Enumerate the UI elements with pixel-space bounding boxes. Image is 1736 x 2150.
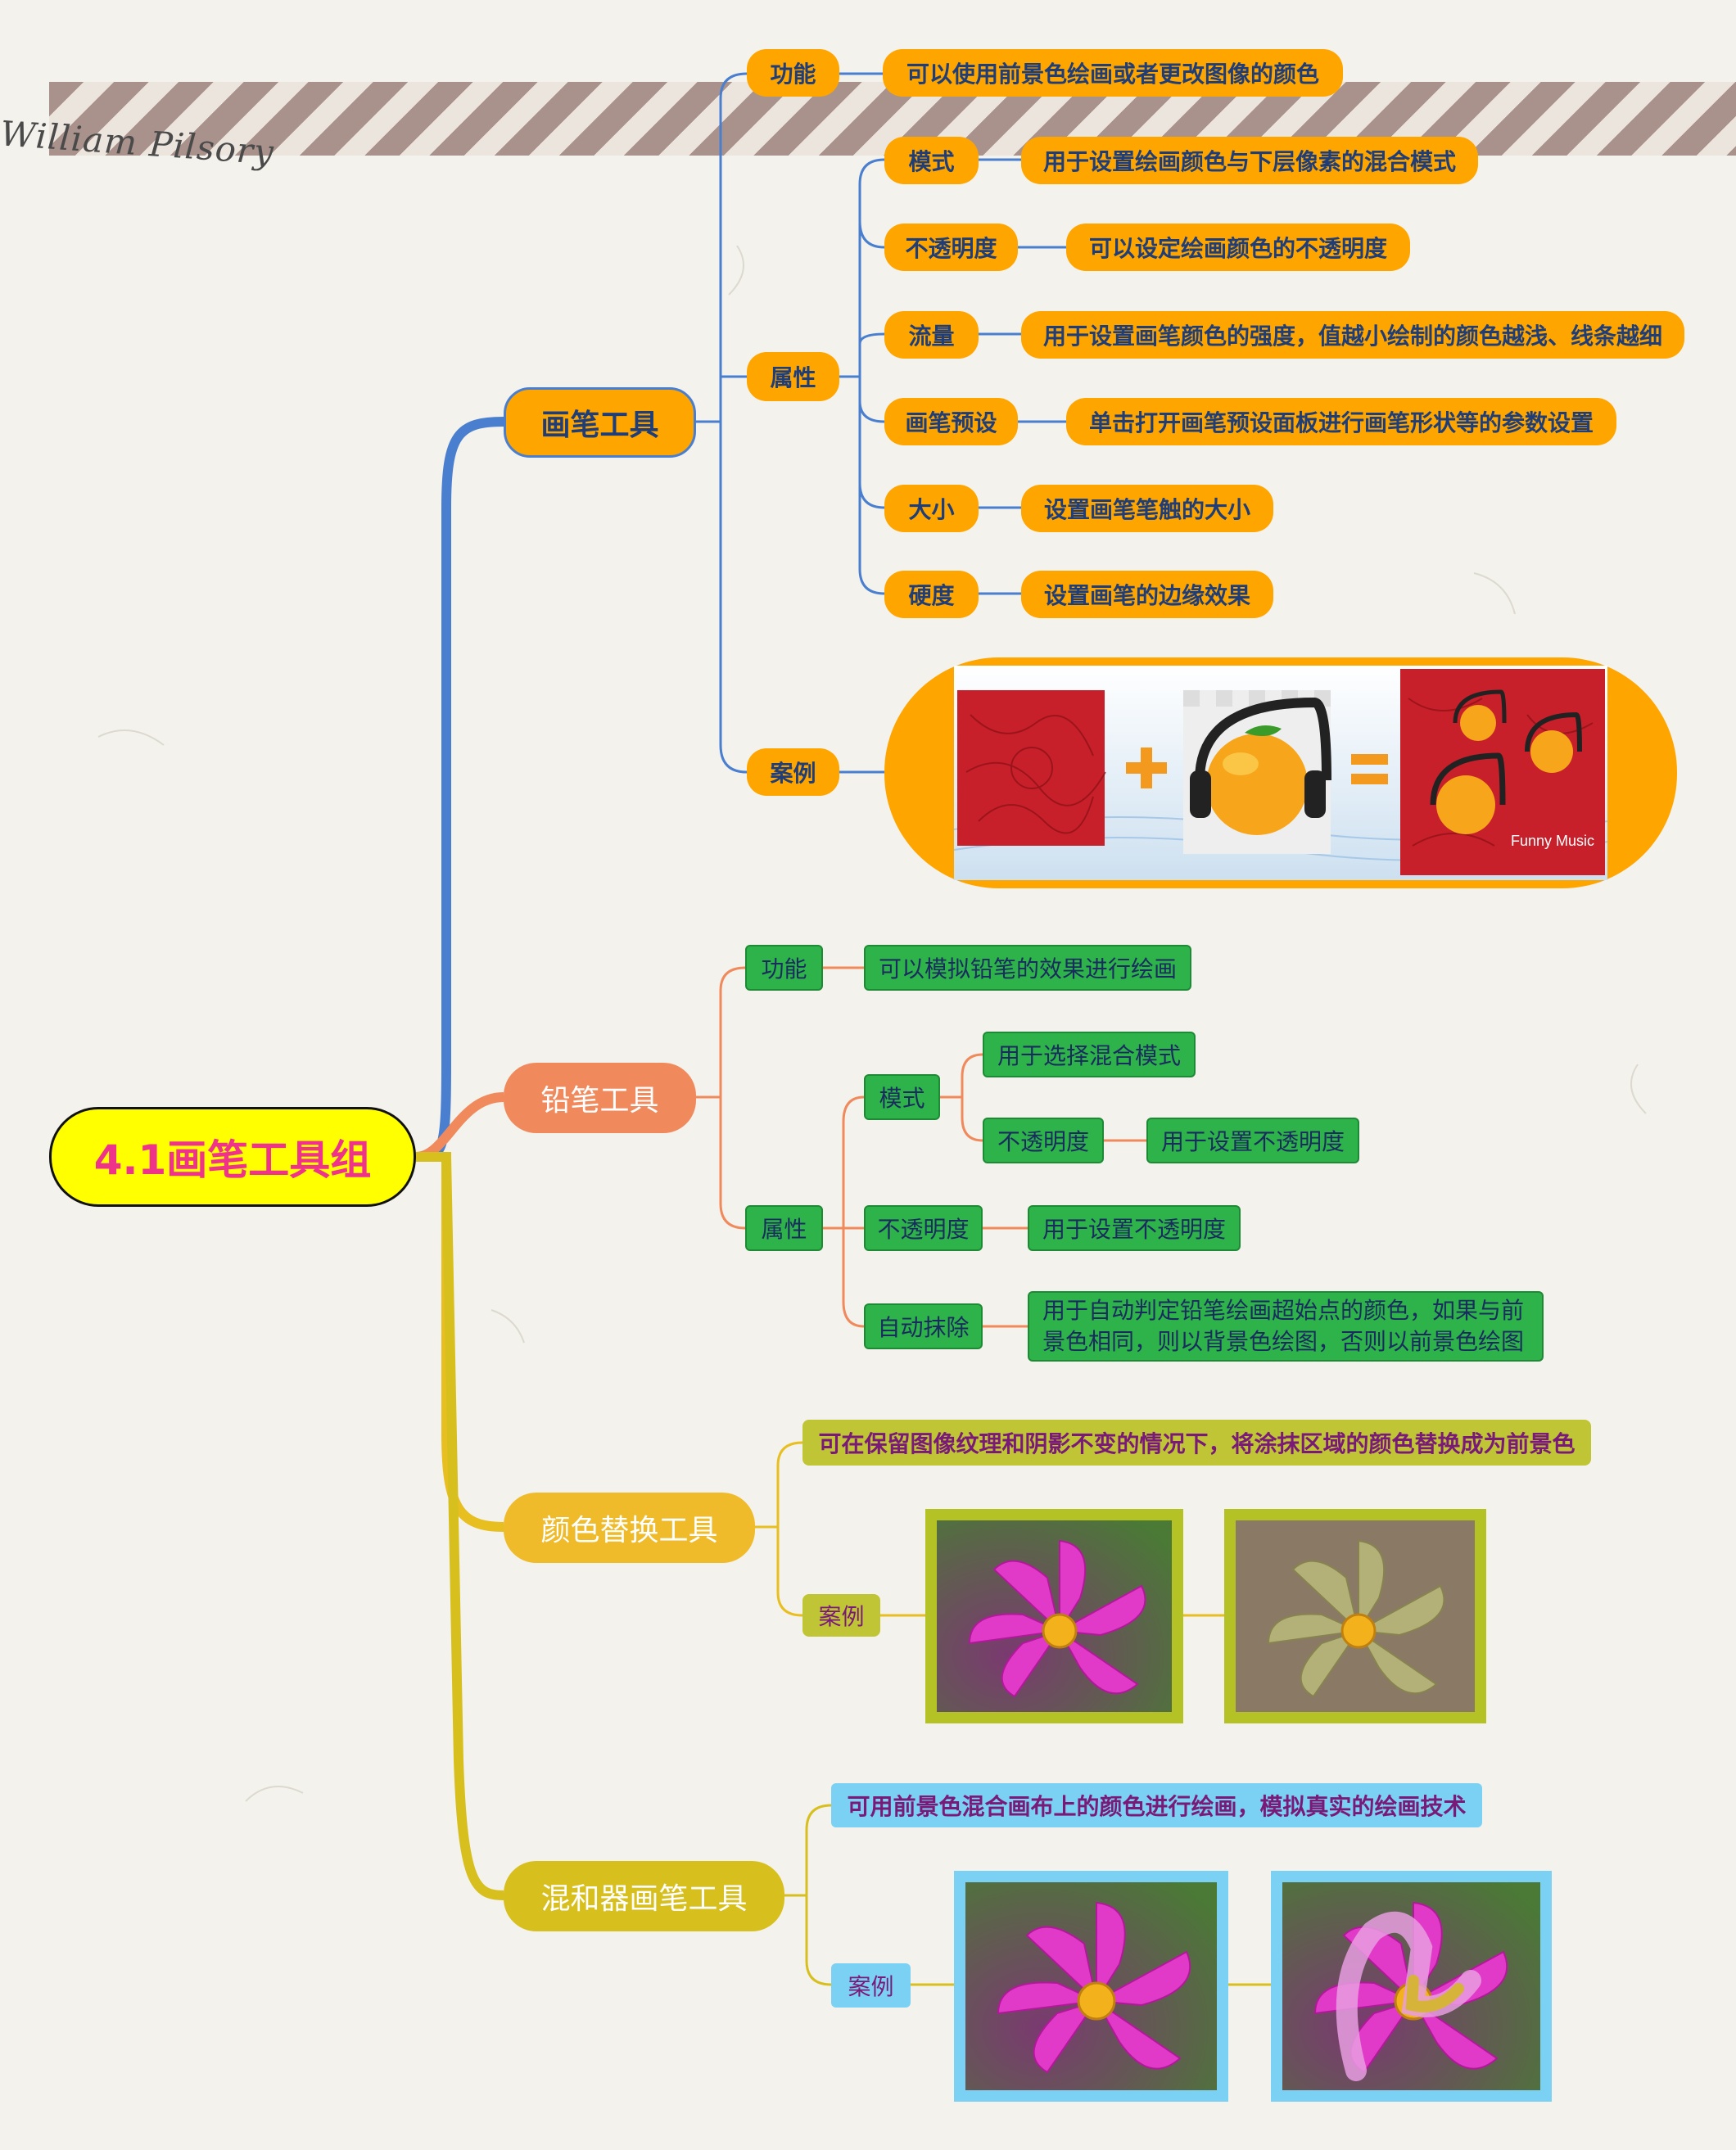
brush-case-label[interactable]: 案例 bbox=[747, 748, 839, 796]
pencil-opacity-desc[interactable]: 用于设置不透明度 bbox=[1028, 1205, 1241, 1251]
flower-smudged-icon bbox=[1282, 1882, 1540, 2090]
color-replace-tool-node[interactable]: 颜色替换工具 bbox=[504, 1493, 755, 1563]
brush-prop-opacity-desc[interactable]: 可以设定绘画颜色的不透明度 bbox=[1066, 224, 1410, 271]
brush-prop-preset[interactable]: 画笔预设 bbox=[884, 398, 1018, 445]
mixer-before-image bbox=[954, 1871, 1228, 2102]
brush-case-illustration: Funny Music bbox=[954, 666, 1607, 880]
brush-prop-hardness-desc[interactable]: 设置画笔的边缘效果 bbox=[1021, 571, 1273, 618]
brush-tool-node[interactable]: 画笔工具 bbox=[504, 387, 696, 458]
color-replace-desc[interactable]: 可在保留图像纹理和阴影不变的情况下，将涂抹区域的颜色替换成为前景色 bbox=[802, 1420, 1591, 1466]
brush-case-image: Funny Music bbox=[954, 666, 1607, 880]
brush-prop-size[interactable]: 大小 bbox=[884, 485, 979, 532]
brush-prop-mode-desc[interactable]: 用于设置绘画颜色与下层像素的混合模式 bbox=[1021, 137, 1478, 184]
brush-prop-size-desc[interactable]: 设置画笔笔触的大小 bbox=[1021, 485, 1273, 532]
brush-prop-mode[interactable]: 模式 bbox=[884, 137, 979, 184]
brush-func-desc[interactable]: 可以使用前景色绘画或者更改图像的颜色 bbox=[883, 49, 1343, 97]
pencil-mode-sub1[interactable]: 用于选择混合模式 bbox=[983, 1032, 1196, 1077]
brush-props-label[interactable]: 属性 bbox=[747, 352, 839, 401]
pencil-opacity-label[interactable]: 不透明度 bbox=[864, 1205, 983, 1251]
brush-case-frame: Funny Music bbox=[884, 657, 1677, 888]
mixer-brush-case-label[interactable]: 案例 bbox=[831, 1963, 911, 2008]
flower-green-icon bbox=[1236, 1520, 1475, 1712]
mixer-brush-tool-node[interactable]: 混和器画笔工具 bbox=[504, 1861, 784, 1931]
brush-prop-flow-desc[interactable]: 用于设置画笔颜色的强度，值越小绘制的颜色越浅、线条越细 bbox=[1021, 311, 1684, 359]
pencil-func-label[interactable]: 功能 bbox=[745, 945, 823, 991]
flower-pink-icon bbox=[965, 1882, 1217, 2090]
brush-func-label[interactable]: 功能 bbox=[747, 49, 839, 97]
pencil-auto-label[interactable]: 自动抹除 bbox=[864, 1303, 983, 1349]
pencil-auto-desc-line2: 景色相同，则以背景色绘图，否则以前景色绘图 bbox=[1042, 1328, 1525, 1355]
case-caption: Funny Music bbox=[1511, 833, 1594, 849]
central-topic[interactable]: 4.1画笔工具组 bbox=[49, 1107, 416, 1207]
pencil-auto-desc[interactable]: 用于自动判定铅笔绘画超始点的颜色，如果与前 景色相同，则以背景色绘图，否则以前景… bbox=[1028, 1291, 1544, 1362]
pencil-mode-label[interactable]: 模式 bbox=[864, 1074, 940, 1120]
mixer-brush-desc[interactable]: 可用前景色混合画布上的颜色进行绘画，模拟真实的绘画技术 bbox=[831, 1783, 1482, 1827]
mixer-after-image bbox=[1271, 1871, 1552, 2102]
color-replace-case-label[interactable]: 案例 bbox=[802, 1594, 880, 1637]
pencil-tool-node[interactable]: 铅笔工具 bbox=[504, 1063, 696, 1133]
pencil-props-label[interactable]: 属性 bbox=[745, 1205, 823, 1251]
brush-prop-preset-desc[interactable]: 单击打开画笔预设面板进行画笔形状等的参数设置 bbox=[1066, 398, 1616, 445]
brush-prop-flow[interactable]: 流量 bbox=[884, 311, 979, 359]
pencil-auto-desc-line1: 用于自动判定铅笔绘画超始点的颜色，如果与前 bbox=[1042, 1297, 1525, 1324]
brush-prop-hardness[interactable]: 硬度 bbox=[884, 571, 979, 618]
pencil-mode-sub2-label[interactable]: 不透明度 bbox=[983, 1118, 1104, 1163]
color-replace-before-image bbox=[925, 1509, 1183, 1723]
brush-prop-opacity[interactable]: 不透明度 bbox=[884, 224, 1018, 271]
pencil-func-desc[interactable]: 可以模拟铅笔的效果进行绘画 bbox=[864, 945, 1191, 991]
flower-pink-icon bbox=[937, 1520, 1172, 1712]
color-replace-after-image bbox=[1224, 1509, 1486, 1723]
pencil-mode-sub2-desc[interactable]: 用于设置不透明度 bbox=[1146, 1118, 1359, 1163]
